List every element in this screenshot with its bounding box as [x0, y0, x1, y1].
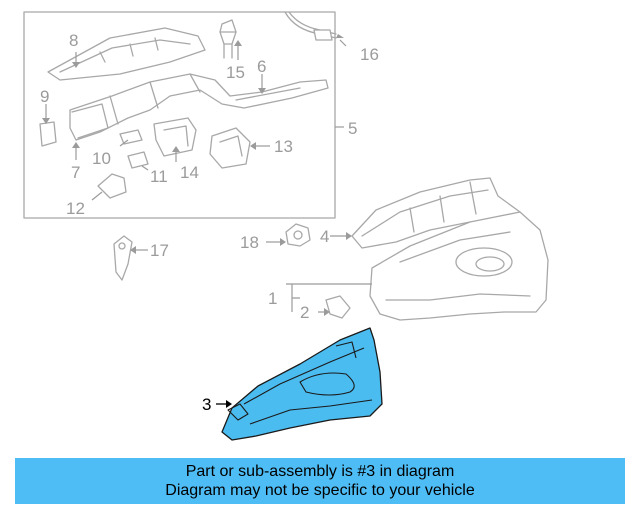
part-17-bracket [113, 235, 133, 281]
callout-5: 5 [348, 119, 357, 138]
part-18-grommet [285, 223, 311, 247]
part-12-bracket [97, 173, 127, 199]
callout-1: 1 [268, 289, 277, 308]
callout-15: 15 [226, 63, 245, 82]
leader-lines [42, 34, 372, 316]
part-8-rail [47, 27, 206, 81]
part-14-bracket [153, 117, 197, 157]
callout-14: 14 [180, 163, 199, 182]
part-3-highlighted [221, 327, 383, 441]
callout-9: 9 [40, 87, 49, 106]
callout-6: 6 [257, 57, 266, 76]
banner-line-2: Diagram may not be specific to your vehi… [165, 482, 475, 499]
part-13-bracket [209, 127, 251, 169]
callout-2: 2 [300, 303, 309, 322]
part-6-rail-assembly [69, 73, 329, 141]
callout-3: 3 [202, 395, 211, 414]
part-1-inner-fender [369, 211, 549, 321]
callout-16: 16 [360, 45, 379, 64]
callout-12: 12 [66, 199, 85, 218]
part-9-bracket [39, 121, 57, 147]
part-16-hose [284, 11, 337, 41]
callout-4: 4 [320, 227, 329, 246]
subassembly-box [23, 11, 336, 219]
callout-8: 8 [69, 31, 78, 50]
part-10-clip [119, 129, 143, 145]
callout-13: 13 [274, 137, 293, 156]
part-2-bracket [325, 295, 351, 319]
callout-10: 10 [92, 149, 111, 168]
part-11-block [127, 151, 149, 169]
callout-7: 7 [71, 163, 80, 182]
vehicle-note-banner: Part or sub-assembly is #3 in diagram Di… [15, 458, 625, 504]
callout-11: 11 [150, 167, 168, 186]
part-15-clip [219, 19, 237, 59]
callout-18: 18 [240, 233, 259, 252]
callout-17: 17 [150, 241, 169, 260]
banner-line-1: Part or sub-assembly is #3 in diagram [185, 463, 455, 480]
